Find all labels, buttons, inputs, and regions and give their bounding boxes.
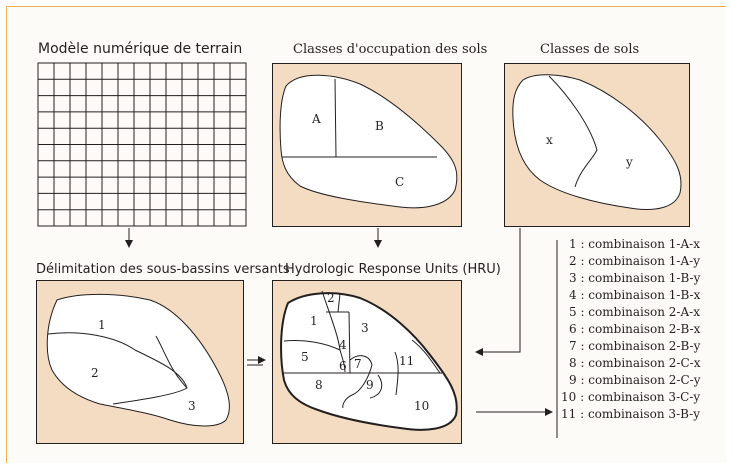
legend-item: 8 : combinaison 2-C-x <box>569 356 701 370</box>
legend-item: 7 : combinaison 2-B-y <box>569 339 701 353</box>
hru-label-8: 8 <box>315 378 323 392</box>
dem-grid <box>37 62 247 227</box>
hru-label-9: 9 <box>366 378 374 392</box>
legend-item: 9 : combinaison 2-C-y <box>569 373 701 387</box>
hru-label-6: 6 <box>339 359 347 373</box>
arrows <box>125 228 558 438</box>
hru-title: Hydrologic Response Units (HRU) <box>285 262 501 277</box>
sous-bassins-title: Délimitation des sous-bassins versants <box>36 262 290 277</box>
hru-label-3: 3 <box>361 321 369 335</box>
sols-title: Classes de sols <box>540 42 640 57</box>
occupation-label-b: B <box>375 119 384 133</box>
hru-label-10: 10 <box>414 399 429 413</box>
legend-item: 11 : combinaison 3-B-y <box>561 407 700 421</box>
occupation-shape <box>279 74 458 209</box>
legend-item: 3 : combinaison 1-B-y <box>569 271 701 285</box>
subbasin-label-1: 1 <box>98 318 106 332</box>
hru-legend: 1 : combinaison 1-A-x 2 : combinaison 1-… <box>556 236 726 423</box>
sols-shape <box>512 74 682 210</box>
hru-label-11: 11 <box>399 354 414 368</box>
occupation-label-c: C <box>395 175 404 189</box>
hru-label-4: 4 <box>339 338 347 352</box>
subbasin-label-3: 3 <box>188 399 196 413</box>
legend-item: 2 : combinaison 1-A-y <box>569 254 700 268</box>
legend-item: 1 : combinaison 1-A-x <box>569 237 700 251</box>
hru-label-5: 5 <box>301 350 309 364</box>
subbasins-shape <box>46 293 230 427</box>
sols-label-y: y <box>625 155 633 169</box>
mnt-title: Modèle numérique de terrain <box>38 41 243 57</box>
occupation-label-a: A <box>311 112 321 126</box>
legend-item: 5 : combinaison 2-A-x <box>569 305 700 319</box>
legend-item: 4 : combinaison 1-B-x <box>569 288 701 302</box>
sols-label-x: x <box>546 133 553 147</box>
legend-item: 6 : combinaison 2-B-x <box>569 322 701 336</box>
hru-label-1: 1 <box>310 314 318 328</box>
hru-shape <box>280 290 458 431</box>
arrow-sols-to-hru <box>475 228 521 356</box>
hru-label-2: 2 <box>327 291 335 305</box>
occupation-title: Classes d'occupation des sols <box>293 42 488 57</box>
subbasin-label-2: 2 <box>91 366 99 380</box>
hru-label-7: 7 <box>354 357 362 371</box>
legend-item: 10 : combinaison 3-C-y <box>561 390 701 404</box>
